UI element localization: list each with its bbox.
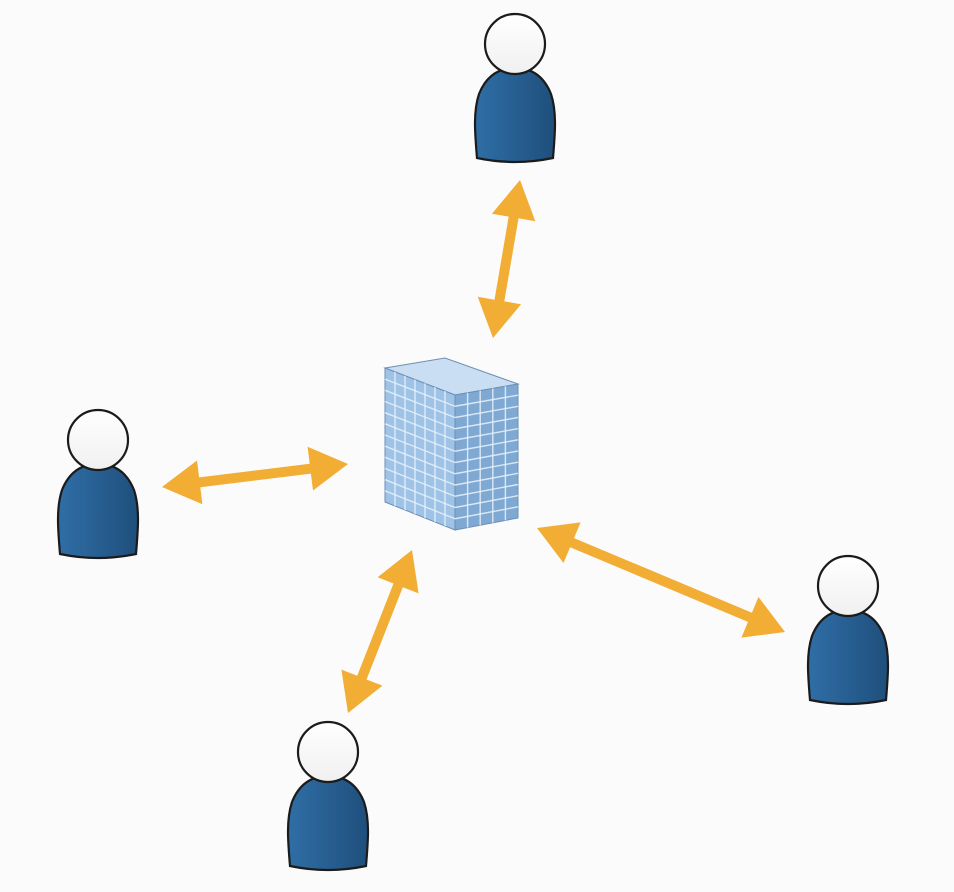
person-head xyxy=(296,720,360,784)
person-body xyxy=(806,608,890,706)
user-icon xyxy=(56,408,140,560)
arrow-top-to-hub xyxy=(477,180,536,338)
office-building-icon xyxy=(383,357,520,531)
person-body xyxy=(286,774,370,872)
arrow-right-to-hub xyxy=(537,522,785,638)
user-icon xyxy=(473,12,557,164)
arrow-bottom-to-hub xyxy=(341,550,419,713)
person-head xyxy=(66,408,130,472)
user-icon xyxy=(286,720,370,872)
connector-arrows xyxy=(162,180,785,713)
person-body xyxy=(56,462,140,560)
person-body xyxy=(473,66,557,164)
user-icon xyxy=(806,554,890,706)
person-head xyxy=(483,12,547,76)
people xyxy=(56,12,890,872)
person-head xyxy=(816,554,880,618)
arrow-left-to-hub xyxy=(162,446,348,505)
